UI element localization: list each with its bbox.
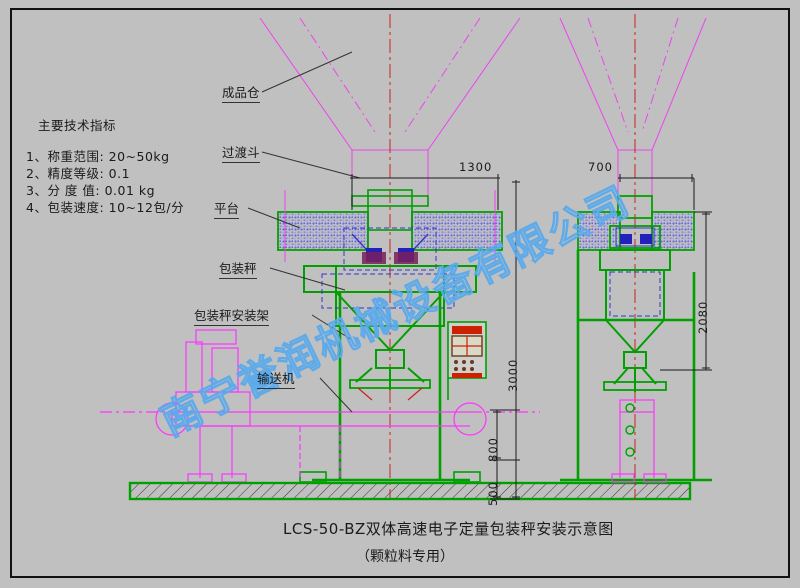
- weighing-head: [343, 227, 437, 271]
- side-bin-outline: [559, 17, 707, 198]
- callout-packing-scale: 包装秤: [219, 258, 257, 279]
- side-weighing-head: [615, 227, 655, 247]
- control-panel: [447, 321, 487, 400]
- dim-front-width: 1300: [459, 160, 493, 174]
- spec-item-4: 4、包装速度: 10~12包/分: [26, 200, 185, 215]
- ground-base: [128, 481, 692, 501]
- drawing-title: LCS-50-BZ双体高速电子定量包装秤安装示意图: [283, 520, 614, 538]
- spec-heading: 主要技术指标: [38, 118, 117, 133]
- callout-finished-bin: 成品仓: [222, 82, 260, 103]
- drawing-subtitle: （颗粒料专用）: [356, 549, 454, 565]
- dim-total-height: 3000: [506, 358, 520, 392]
- finished-bin-outline: [259, 17, 521, 196]
- callout-leaders: [247, 51, 361, 413]
- packing-scale-frame: [303, 265, 477, 369]
- side-conveyor: [611, 399, 667, 483]
- side-view-group: [559, 14, 712, 500]
- spec-item-2: 2、精度等级: 0.1: [26, 166, 131, 181]
- drawing-frame: [10, 8, 790, 578]
- side-mounting-frame: [560, 250, 712, 482]
- callout-mounting-frame: 包装秤安装架: [194, 305, 270, 326]
- callout-transition-hopper: 过渡斗: [222, 142, 260, 163]
- spec-item-1: 1、称重范围: 20~50kg: [26, 149, 170, 164]
- callout-platform: 平台: [214, 198, 240, 219]
- platform-left: [277, 211, 369, 251]
- dimension-lines: [350, 174, 712, 500]
- dim-base-height: 500: [486, 481, 500, 506]
- dim-side-width: 700: [588, 160, 613, 174]
- callout-conveyor: 输送机: [257, 368, 295, 389]
- dim-side-height: 2080: [696, 300, 710, 334]
- platform-right: [411, 211, 503, 251]
- side-platform: [577, 211, 695, 251]
- dim-mid-height: 800: [486, 437, 500, 462]
- spec-item-3: 3、分 度 值: 0.01 kg: [26, 183, 156, 198]
- front-view-group: [100, 14, 692, 501]
